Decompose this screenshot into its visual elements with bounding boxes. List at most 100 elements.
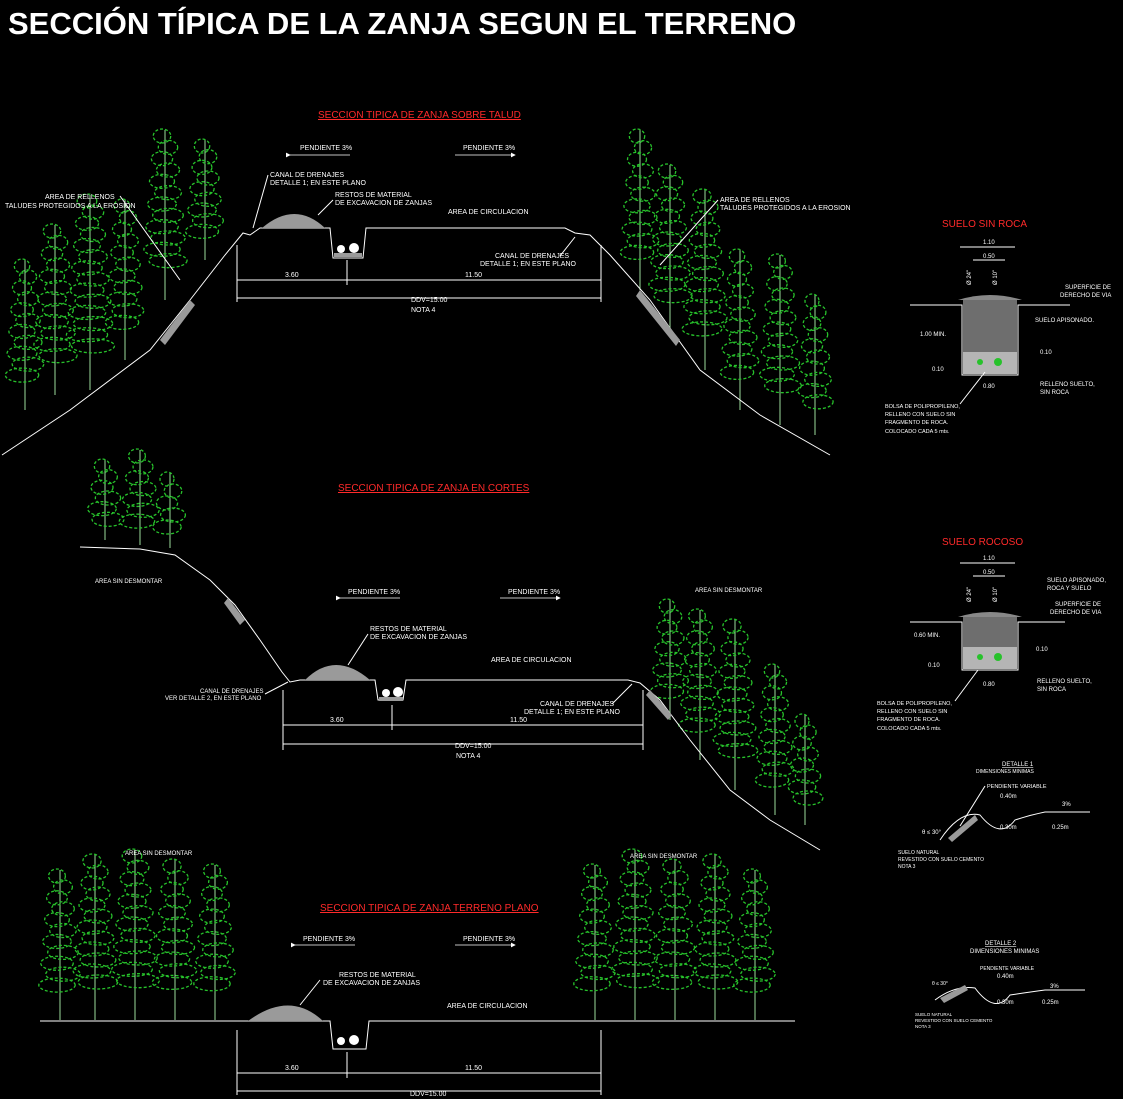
canal-label-2: DETALLE 1; EN ESTE PLANO: [270, 180, 367, 187]
sup-1: SUPERFICIE DE: [1065, 285, 1111, 291]
loose-fill: [963, 352, 1017, 374]
nota-label: NOTA 4: [411, 307, 435, 314]
det1-suelo-3: NOTA 3: [898, 864, 916, 870]
tree-icon: [681, 188, 728, 370]
section-plano-title: SECCION TIPICA DE ZANJA TERRENO PLANO: [320, 903, 539, 914]
ground-profile-plano: [40, 1020, 795, 1050]
pipe-a-symbol-r: [977, 654, 983, 660]
tree-icon: [651, 858, 698, 1020]
tree-icon: [754, 663, 795, 815]
sin-roca-title: SUELO SIN ROCA: [942, 219, 1027, 230]
trench-bedding: [334, 253, 362, 257]
det1-suelo-2: REVESTIDO CON SUELO CEMENTO: [898, 857, 984, 863]
w-mid: 0.50: [983, 254, 995, 260]
sup-r2: DERECHO DE VIA: [1050, 610, 1101, 616]
apis: SUELO APISONADO.: [1035, 318, 1094, 324]
rest-plano-2: DE EXCAVACION DE ZANJAS: [323, 980, 420, 987]
det2-w2: 0.30m: [997, 1000, 1014, 1006]
fill-label-left-2: TALUDES PROTEGIDOS A LA EROSION: [5, 203, 136, 210]
bolsa-r1: BOLSA DE POLIPROPILENO,: [877, 701, 952, 707]
tree-icon: [111, 848, 161, 1020]
det1-ang: θ ≤ 30°: [922, 830, 942, 836]
dim-b-cortes: 11.50: [510, 717, 527, 724]
nota-cortes: NOTA 4: [456, 753, 480, 760]
slope-right-label: PENDIENTE 3%: [463, 145, 515, 152]
area-right-label: AREA SIN DESMONTAR: [695, 588, 763, 594]
leader-right: [659, 199, 719, 266]
backfill-rocky: [963, 616, 1017, 647]
rest-cortes-1: RESTOS DE MATERIAL: [370, 626, 447, 633]
dim-a-plano: 3.60: [285, 1065, 299, 1072]
detail-suelo-rocoso: SUELO ROCOSO 1.10 0.50 Ø 24" Ø 10" SUELO…: [877, 537, 1106, 732]
depth-r: 0.60 MIN.: [914, 633, 940, 639]
sup-r1: SUPERFICIE DE: [1055, 602, 1101, 608]
tree-icon: [692, 853, 739, 1020]
leader-rest: [317, 199, 334, 216]
tree-icon: [719, 248, 760, 410]
leader-rest-plano: [299, 979, 321, 1006]
tree-icon: [758, 253, 802, 425]
detail-suelo-sin-roca: SUELO SIN ROCA 1.10 0.50 Ø 24" Ø 10" SUP…: [885, 219, 1111, 435]
main-title: SECCIÓN TÍPICA DE LA ZANJA SEGUN EL TERR…: [8, 5, 796, 41]
pipe-a: Ø 24": [967, 270, 973, 285]
rest-cortes-2: DE EXCAVACION DE ZANJAS: [370, 634, 467, 641]
apis-r1: SUELO APISONADO,: [1047, 578, 1106, 584]
fill-label-left-1: AREA DE RELLENOS: [45, 194, 115, 201]
w-top-r: 1.10: [983, 556, 995, 562]
section-plano: SECCION TIPICA DE ZANJA TERRENO PLANO AR…: [40, 851, 795, 1098]
slope-left-cortes: PENDIENTE 3%: [348, 589, 400, 596]
circ-label: AREA DE CIRCULACION: [448, 209, 529, 216]
tree-icon: [104, 198, 145, 360]
tree-icon: [787, 713, 824, 825]
pipe-large-plano: [349, 1035, 359, 1045]
tree-icon: [38, 868, 81, 1020]
bolsa-4: COLOCADO CADA 5 mts.: [885, 429, 950, 435]
tree-icon: [118, 448, 160, 545]
det2-w3: 0.25m: [1042, 1000, 1059, 1006]
det1-w1: 0.40m: [1000, 794, 1017, 800]
tree-icon: [797, 293, 834, 435]
leader-left: [119, 195, 181, 281]
pipe-large: [349, 243, 359, 253]
bolsa-2: RELLENO CON SUELO SIN: [885, 412, 955, 418]
tree-icon: [4, 258, 45, 410]
tree-icon: [648, 163, 693, 335]
apis-r2: ROCA Y SUELO: [1047, 586, 1092, 592]
tree-icon: [87, 458, 125, 540]
pipe-b-symbol: [994, 358, 1002, 366]
slope-right-cortes: PENDIENTE 3%: [508, 589, 560, 596]
rell-r1: RELLENO SUELTO,: [1037, 679, 1092, 685]
leader-canal-left-cortes: [264, 681, 289, 695]
det2-hatch: [940, 985, 968, 1003]
tree-icon: [712, 618, 759, 790]
ground-profile-cortes: [79, 546, 821, 851]
ddv-plano: DDV=15.00: [410, 1091, 446, 1098]
tree-icon: [733, 868, 776, 1020]
canal-cortes-l1: CANAL DE DRENAJES: [200, 689, 263, 695]
tree-icon: [151, 858, 198, 1020]
dim-a: 3.60: [285, 272, 299, 279]
pipe-b-symbol-r: [994, 653, 1002, 661]
tree-icon: [649, 598, 690, 720]
spoil-mound: [262, 214, 325, 228]
bolsa-r2: RELLENO CON SUELO SIN: [877, 709, 947, 715]
rest-label-1: RESTOS DE MATERIAL: [335, 192, 412, 199]
pipe-b: Ø 10": [993, 270, 999, 285]
det1-w3: 0.25m: [1052, 825, 1069, 831]
detail-2: DETALLE 2 DIMENSIONES MINIMAS PENDIENTE …: [915, 941, 1085, 1029]
tree-icon: [678, 608, 721, 760]
tree-icon: [152, 471, 187, 548]
det1-profile: [939, 811, 1090, 841]
circ-cortes: AREA DE CIRCULACION: [491, 657, 572, 664]
pipe-small: [337, 245, 345, 253]
dim-b-plano: 11.50: [465, 1065, 482, 1072]
sup-2: DERECHO DE VIA: [1060, 293, 1111, 299]
det2-pend: PENDIENTE VARIABLE: [980, 966, 1035, 972]
detail-1: DETALLE 1 DIMENSIONES MINIMAS PENDIENTE …: [898, 762, 1090, 870]
w-top: 1.10: [983, 240, 995, 246]
rell-1: RELLENO SUELTO,: [1040, 382, 1095, 388]
det1-subtitle: DIMENSIONES MINIMAS: [976, 769, 1034, 775]
w-mid-r: 0.50: [983, 570, 995, 576]
spoil-mound-plano: [248, 1005, 323, 1021]
rest-plano-1: RESTOS DE MATERIAL: [339, 972, 416, 979]
